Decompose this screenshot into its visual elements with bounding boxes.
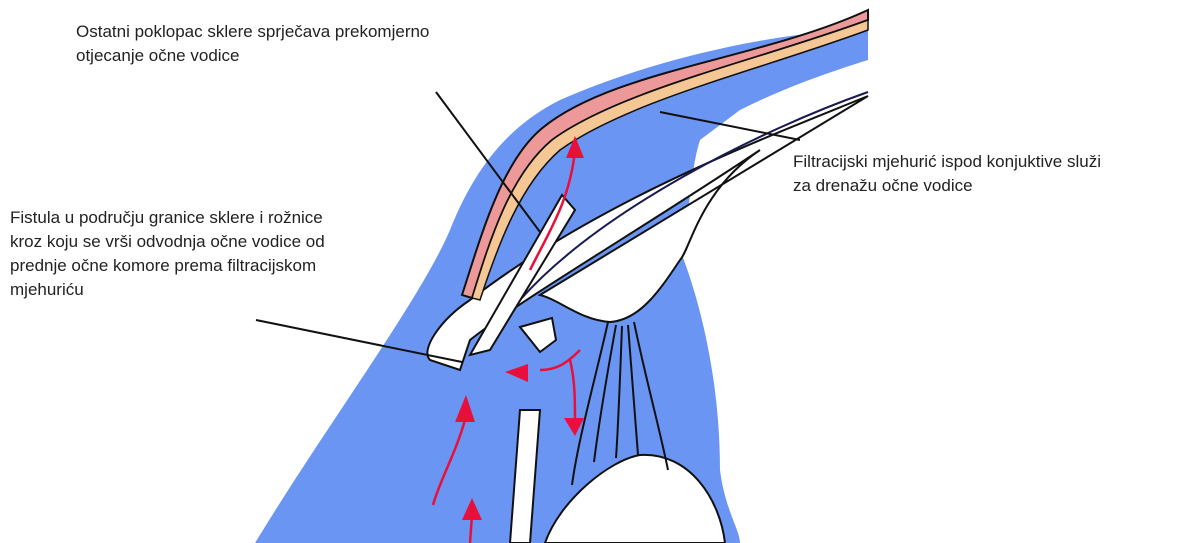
label-fistula: Fistula u području granice sklere i rožn…	[10, 206, 325, 302]
label-line: otjecanje očne vodice	[76, 44, 429, 68]
label-line: Fistula u području granice sklere i rožn…	[10, 206, 325, 230]
label-line: mjehuriću	[10, 278, 325, 302]
label-line: za drenažu očne vodice	[793, 174, 1101, 198]
label-scleral-flap: Ostatni poklopac sklere sprječava prekom…	[76, 20, 429, 68]
label-line: kroz koju se vrši odvodnja očne vodice o…	[10, 230, 325, 254]
label-line: Filtracijski mjehurić ispod konjuktive s…	[793, 150, 1101, 174]
label-line: Ostatni poklopac sklere sprječava prekom…	[76, 20, 429, 44]
label-line: prednje očne komore prema filtracijskom	[10, 254, 325, 278]
label-filtration-bleb: Filtracijski mjehurić ispod konjuktive s…	[793, 150, 1101, 198]
